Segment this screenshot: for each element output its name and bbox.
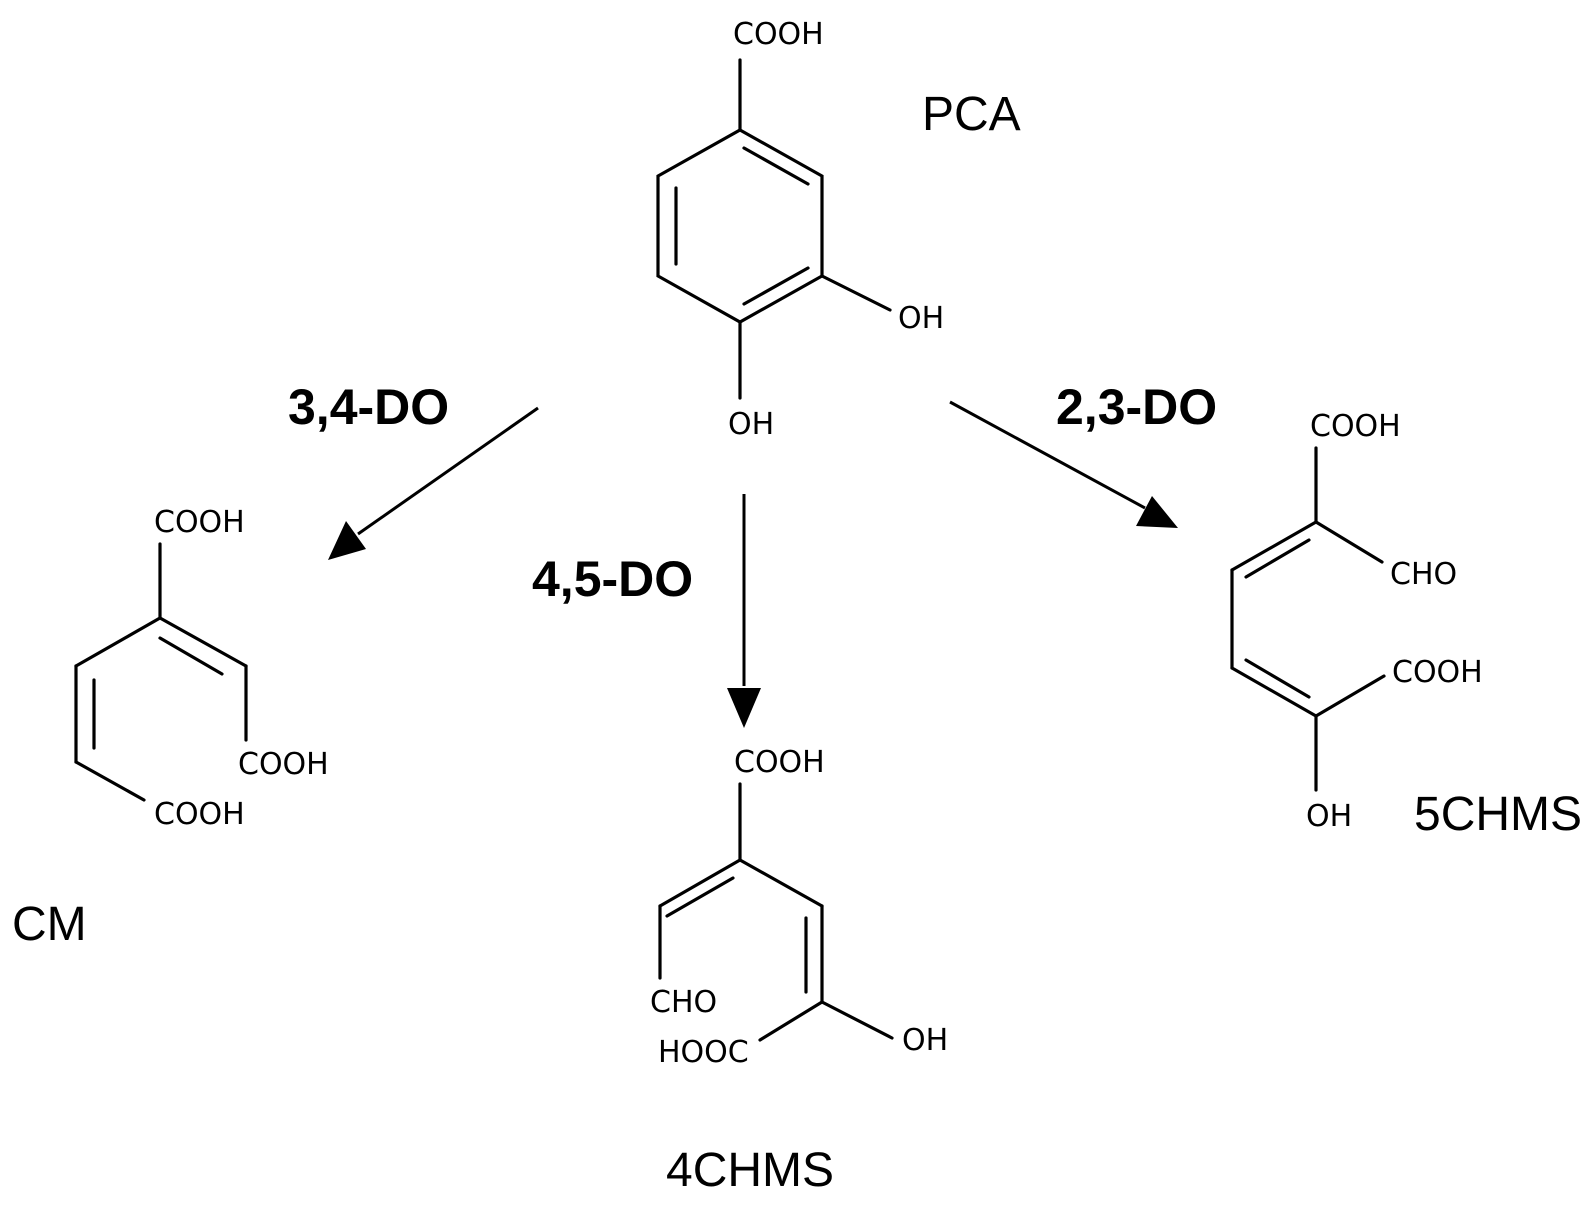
chms4-cooh-label: COOH: [734, 745, 825, 780]
arrowhead-4-5-do: [727, 688, 761, 728]
arrow-3-4-do: [328, 406, 539, 560]
chms5-structure: COOH CHO COOH OH 5CHMS: [1230, 409, 1582, 841]
chms5-cho-label: CHO: [1390, 557, 1457, 592]
cm-structure: COOH COOH COOH CM: [12, 505, 329, 951]
pca-structure: COOH OH OH PCA: [656, 17, 1021, 442]
cm-name-label: CM: [12, 898, 87, 951]
arrowhead-2-3-do: [1136, 496, 1178, 528]
cm-cooh-right-label: COOH: [238, 747, 329, 782]
chms5-oh-label: OH: [1306, 799, 1352, 834]
cm-cooh-top-label: COOH: [154, 505, 245, 540]
chms5-cooh-mid-bond: [1314, 674, 1386, 718]
cm-double-bond-1: [158, 636, 224, 676]
chms5-name-label: 5CHMS: [1414, 788, 1582, 841]
pca-double-bond-2: [742, 266, 810, 306]
pca-oh-right-bond: [820, 274, 892, 312]
chms4-double-bond-1: [665, 876, 735, 918]
pca-oh-right-label: OH: [898, 301, 944, 336]
chms4-oh-bond: [820, 1000, 894, 1040]
pca-name-label: PCA: [922, 88, 1021, 141]
chms5-cho-bond: [1314, 520, 1384, 564]
arrow-4-5-do: [727, 494, 761, 728]
arrow-2-3-do: [949, 400, 1178, 528]
pca-ring-bonds: [656, 128, 824, 324]
chms4-name-label: 4CHMS: [666, 1144, 834, 1197]
enzyme-2-3-do-label: 2,3-DO: [1056, 379, 1217, 435]
chms4-hooc-label: HOOC: [658, 1035, 749, 1070]
arrowhead-3-4-do: [328, 521, 366, 560]
chms5-cooh-top-label: COOH: [1310, 409, 1401, 444]
enzyme-4-5-do-label: 4,5-DO: [532, 551, 693, 607]
chms5-cooh-mid-label: COOH: [1392, 655, 1483, 690]
pca-double-bond-1: [742, 146, 810, 186]
chms5-double-bond-2: [1244, 658, 1311, 699]
enzyme-3-4-do-label: 3,4-DO: [288, 379, 449, 435]
pca-oh-bottom-label: OH: [728, 407, 774, 442]
chms4-oh-label: OH: [902, 1023, 948, 1058]
chms4-structure: COOH CHO HOOC OH 4CHMS: [650, 745, 948, 1197]
cm-cooh-bottom-label: COOH: [154, 797, 245, 832]
pca-cooh-label: COOH: [733, 17, 824, 52]
chms4-cho-label: CHO: [650, 985, 717, 1020]
chms5-double-bond-1: [1244, 538, 1311, 579]
chms4-hooc-bond: [758, 1000, 824, 1042]
